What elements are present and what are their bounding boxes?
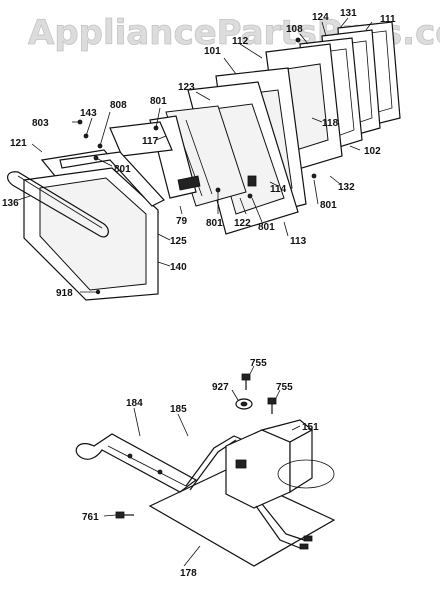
label-part-79: 79: [176, 216, 188, 227]
label-part-761: 761: [82, 512, 99, 523]
label-part-151: 151: [302, 422, 319, 433]
label-part-101: 101: [204, 46, 221, 57]
door-handle: [7, 171, 109, 238]
latch-hook-arm: [75, 433, 198, 493]
label-part-755-top: 755: [250, 358, 267, 369]
label-part-113: 113: [290, 236, 307, 247]
label-part-136: 136: [2, 198, 19, 209]
label-part-123: 123: [178, 82, 195, 93]
latch-fasteners: [115, 373, 277, 519]
label-part-801-bottom-left: 801: [206, 218, 223, 229]
door-insulation: [109, 115, 201, 199]
label-part-122: 122: [234, 218, 251, 229]
label-part-140: 140: [170, 262, 187, 273]
label-part-132: 132: [338, 182, 355, 193]
label-part-143: 143: [80, 108, 97, 119]
label-part-111: 111: [380, 14, 396, 25]
label-part-108: 108: [286, 24, 303, 35]
label-part-801-left: 801: [114, 164, 131, 175]
label-part-125: 125: [170, 236, 187, 247]
label-part-131: 131: [340, 8, 357, 19]
label-part-121: 121: [10, 138, 27, 149]
label-part-918: 918: [56, 288, 73, 299]
label-part-124: 124: [312, 12, 329, 23]
latch-motor: [225, 419, 335, 550]
label-part-755-right: 755: [276, 382, 293, 393]
label-part-118: 118: [322, 118, 339, 129]
label-part-927: 927: [212, 382, 229, 393]
label-part-102: 102: [364, 146, 381, 157]
lower-leader-lines: [103, 365, 301, 567]
label-part-801-top: 801: [150, 96, 167, 107]
label-part-114: 114: [270, 184, 287, 195]
label-part-178: 178: [180, 568, 197, 579]
label-part-801-bottom-right: 801: [258, 222, 275, 233]
upper-leader-lines: [17, 17, 373, 293]
label-part-117: 117: [142, 136, 159, 147]
label-part-185: 185: [170, 404, 187, 415]
label-part-184: 184: [126, 398, 143, 409]
label-part-801-right: 801: [320, 200, 337, 211]
latch-plate: [148, 469, 336, 567]
label-part-112: 112: [232, 36, 249, 47]
label-part-803: 803: [32, 118, 49, 129]
door-outer-panel: [23, 149, 165, 301]
label-part-808: 808: [110, 100, 127, 111]
